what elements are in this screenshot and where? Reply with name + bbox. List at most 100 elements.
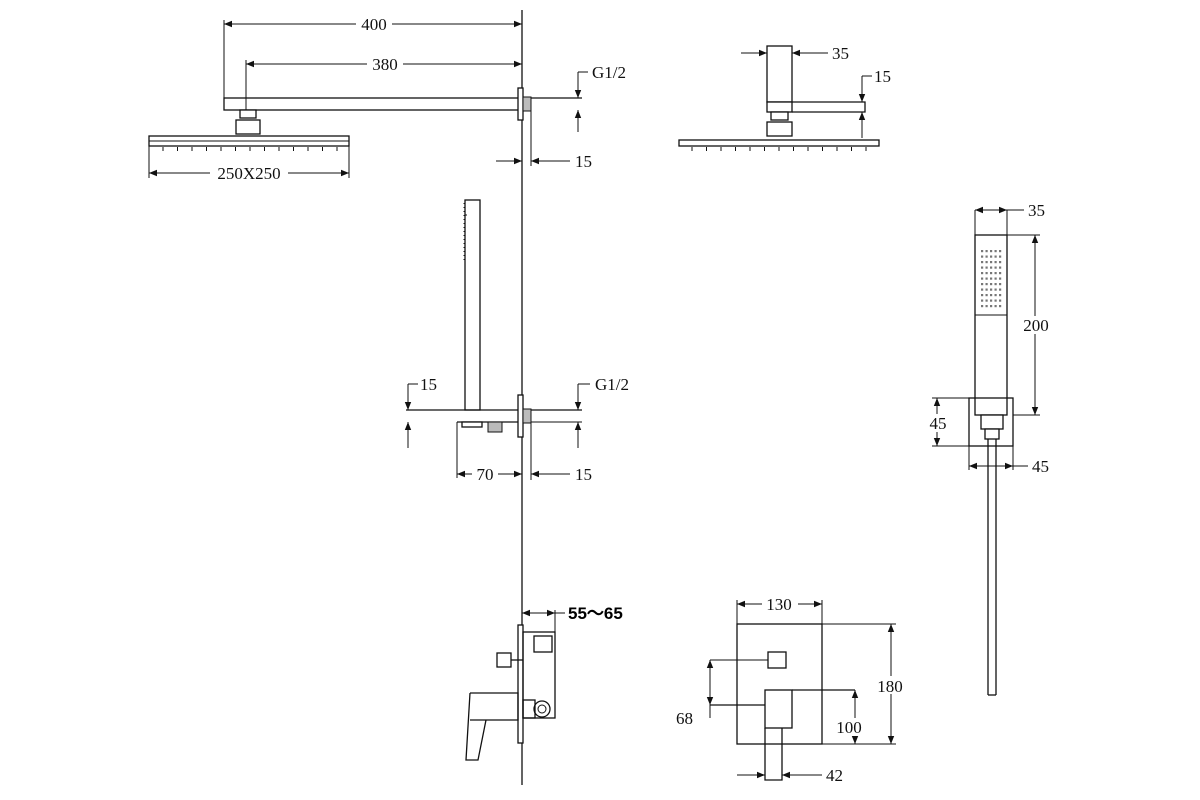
dim-label-15-elbow: 15	[420, 375, 437, 394]
dim-arm-side-height: 15	[858, 67, 891, 138]
nozzle-dot	[994, 305, 997, 308]
dim-lever-height: 68	[676, 659, 768, 728]
nozzle-dot	[990, 299, 993, 302]
nozzle-dot	[985, 299, 988, 302]
dim-label-42: 42	[826, 766, 843, 785]
nozzle-dot	[994, 261, 997, 264]
nozzle-dot	[999, 250, 1002, 253]
dim-label-15-flange-mid: 15	[575, 465, 592, 484]
dim-arm-total: 400	[223, 14, 522, 98]
dim-label-380: 380	[372, 55, 398, 74]
dim-arm: 380	[245, 54, 522, 110]
nozzle-dot	[999, 272, 1002, 275]
dim-flange-top: 15	[496, 111, 592, 171]
nozzle-dot	[999, 294, 1002, 297]
dim-label-400: 400	[361, 15, 387, 34]
nozzle-dot	[999, 266, 1002, 269]
dim-label-g12-top: G1/2	[592, 63, 626, 82]
nozzle-dot	[999, 299, 1002, 302]
dim-label-68: 68	[676, 709, 693, 728]
nozzle-dot	[985, 250, 988, 253]
nozzle-dot	[985, 294, 988, 297]
dim-elbow-length: 70	[456, 422, 522, 484]
nozzle-dot	[985, 288, 988, 291]
shower-arm-front-view	[223, 87, 582, 135]
shower-head-side-nozzles	[691, 147, 867, 151]
nozzle-dot	[981, 283, 984, 286]
dim-elbow-height: 15	[404, 375, 437, 448]
nozzle-dot	[999, 277, 1002, 280]
nozzle-dot	[999, 255, 1002, 258]
nozzle-dot	[981, 288, 984, 291]
nozzle-dot	[985, 261, 988, 264]
dim-label-35-side: 35	[832, 44, 849, 63]
nozzle-dot	[985, 272, 988, 275]
dim-holder-width: 45	[968, 446, 1049, 476]
dim-head-size: 250X250	[148, 146, 350, 183]
dim-label-15-flange-top: 15	[575, 152, 592, 171]
valve-plate-front-view	[710, 623, 855, 781]
elbow-outlet	[406, 394, 582, 438]
dim-wall-depth: 55～65	[522, 604, 623, 632]
dim-label-100: 100	[836, 718, 862, 737]
dim-holder-height: 45	[928, 397, 969, 447]
nozzle-dot	[990, 288, 993, 291]
nozzle-dot	[994, 250, 997, 253]
dim-label-45-holder-w: 45	[1032, 457, 1049, 476]
valve-side-view	[465, 624, 556, 761]
nozzle-dot	[994, 272, 997, 275]
nozzle-dot	[981, 305, 984, 308]
nozzle-dot	[985, 266, 988, 269]
nozzle-dot	[999, 288, 1002, 291]
nozzle-dot	[985, 277, 988, 280]
nozzle-dot	[990, 255, 993, 258]
shower-head-front-view	[148, 135, 350, 147]
hand-shower	[968, 234, 1014, 696]
dim-label-200: 200	[1023, 316, 1049, 335]
nozzle-dot	[994, 294, 997, 297]
dim-plate-width: 130	[736, 595, 823, 624]
nozzle-dot	[994, 277, 997, 280]
dim-label-130: 130	[766, 595, 792, 614]
dim-label-70: 70	[477, 465, 494, 484]
shower-head-nozzles	[162, 147, 338, 151]
dim-label-35-handset: 35	[1028, 201, 1045, 220]
dim-plate-height: 180	[822, 623, 908, 745]
dim-label-180: 180	[877, 677, 903, 696]
nozzle-dot	[999, 261, 1002, 264]
nozzle-dot	[994, 288, 997, 291]
nozzle-dot	[990, 261, 993, 264]
nozzle-dot	[985, 305, 988, 308]
dim-arm-side-width: 35	[741, 44, 849, 63]
nozzle-dot	[990, 266, 993, 269]
nozzle-dot	[990, 277, 993, 280]
nozzle-dot	[990, 294, 993, 297]
dim-lever-x: 42	[737, 766, 843, 785]
dim-label-250x250: 250X250	[217, 164, 280, 183]
nozzle-dot	[981, 266, 984, 269]
nozzle-dot	[985, 283, 988, 286]
hand-shower-nozzles	[981, 250, 1002, 308]
nozzle-dot	[994, 283, 997, 286]
nozzle-dot	[981, 277, 984, 280]
nozzle-dot	[999, 283, 1002, 286]
nozzle-dot	[994, 266, 997, 269]
nozzle-dot	[981, 261, 984, 264]
dim-flange-mid: 15	[530, 423, 592, 484]
nozzle-dot	[990, 272, 993, 275]
shower-arm-side-view	[678, 45, 880, 147]
nozzle-dot	[981, 299, 984, 302]
dim-label-45-holder-h: 45	[930, 414, 947, 433]
dim-handset-width: 35	[974, 201, 1045, 235]
nozzle-dot	[999, 305, 1002, 308]
dim-thread-mid: G1/2	[531, 375, 629, 448]
nozzle-dot	[985, 255, 988, 258]
nozzle-dot	[990, 250, 993, 253]
nozzle-dot	[981, 250, 984, 253]
dim-handset-length: 200	[1007, 234, 1054, 416]
dim-label-55-65: 55～65	[568, 604, 623, 623]
nozzle-dot	[990, 305, 993, 308]
nozzle-dot	[994, 255, 997, 258]
nozzle-dot	[990, 283, 993, 286]
